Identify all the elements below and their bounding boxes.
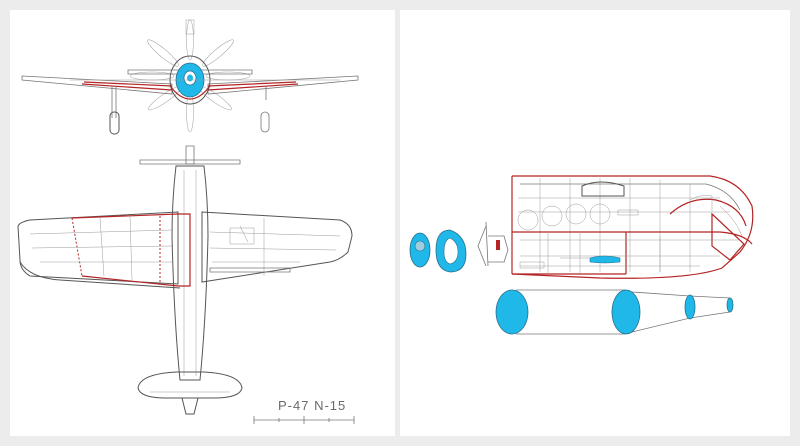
section-1: [495, 289, 529, 335]
left-wing: [17, 211, 179, 285]
section-4: [726, 297, 734, 313]
nose-formers: [409, 229, 467, 273]
cross-sections: [495, 289, 734, 335]
top-view: [17, 145, 355, 424]
front-view: [21, 19, 359, 135]
section-3: [684, 294, 696, 320]
aircraft-designation: P-47 N-15: [278, 398, 347, 413]
fuselage-plan-sheet: [400, 10, 790, 436]
side-view: [477, 175, 754, 279]
scale-bar: [253, 416, 355, 424]
wing-root-section: [589, 255, 621, 264]
section-2: [611, 289, 641, 335]
right-wing: [201, 211, 353, 283]
fuselage-side-outline: [511, 175, 754, 279]
